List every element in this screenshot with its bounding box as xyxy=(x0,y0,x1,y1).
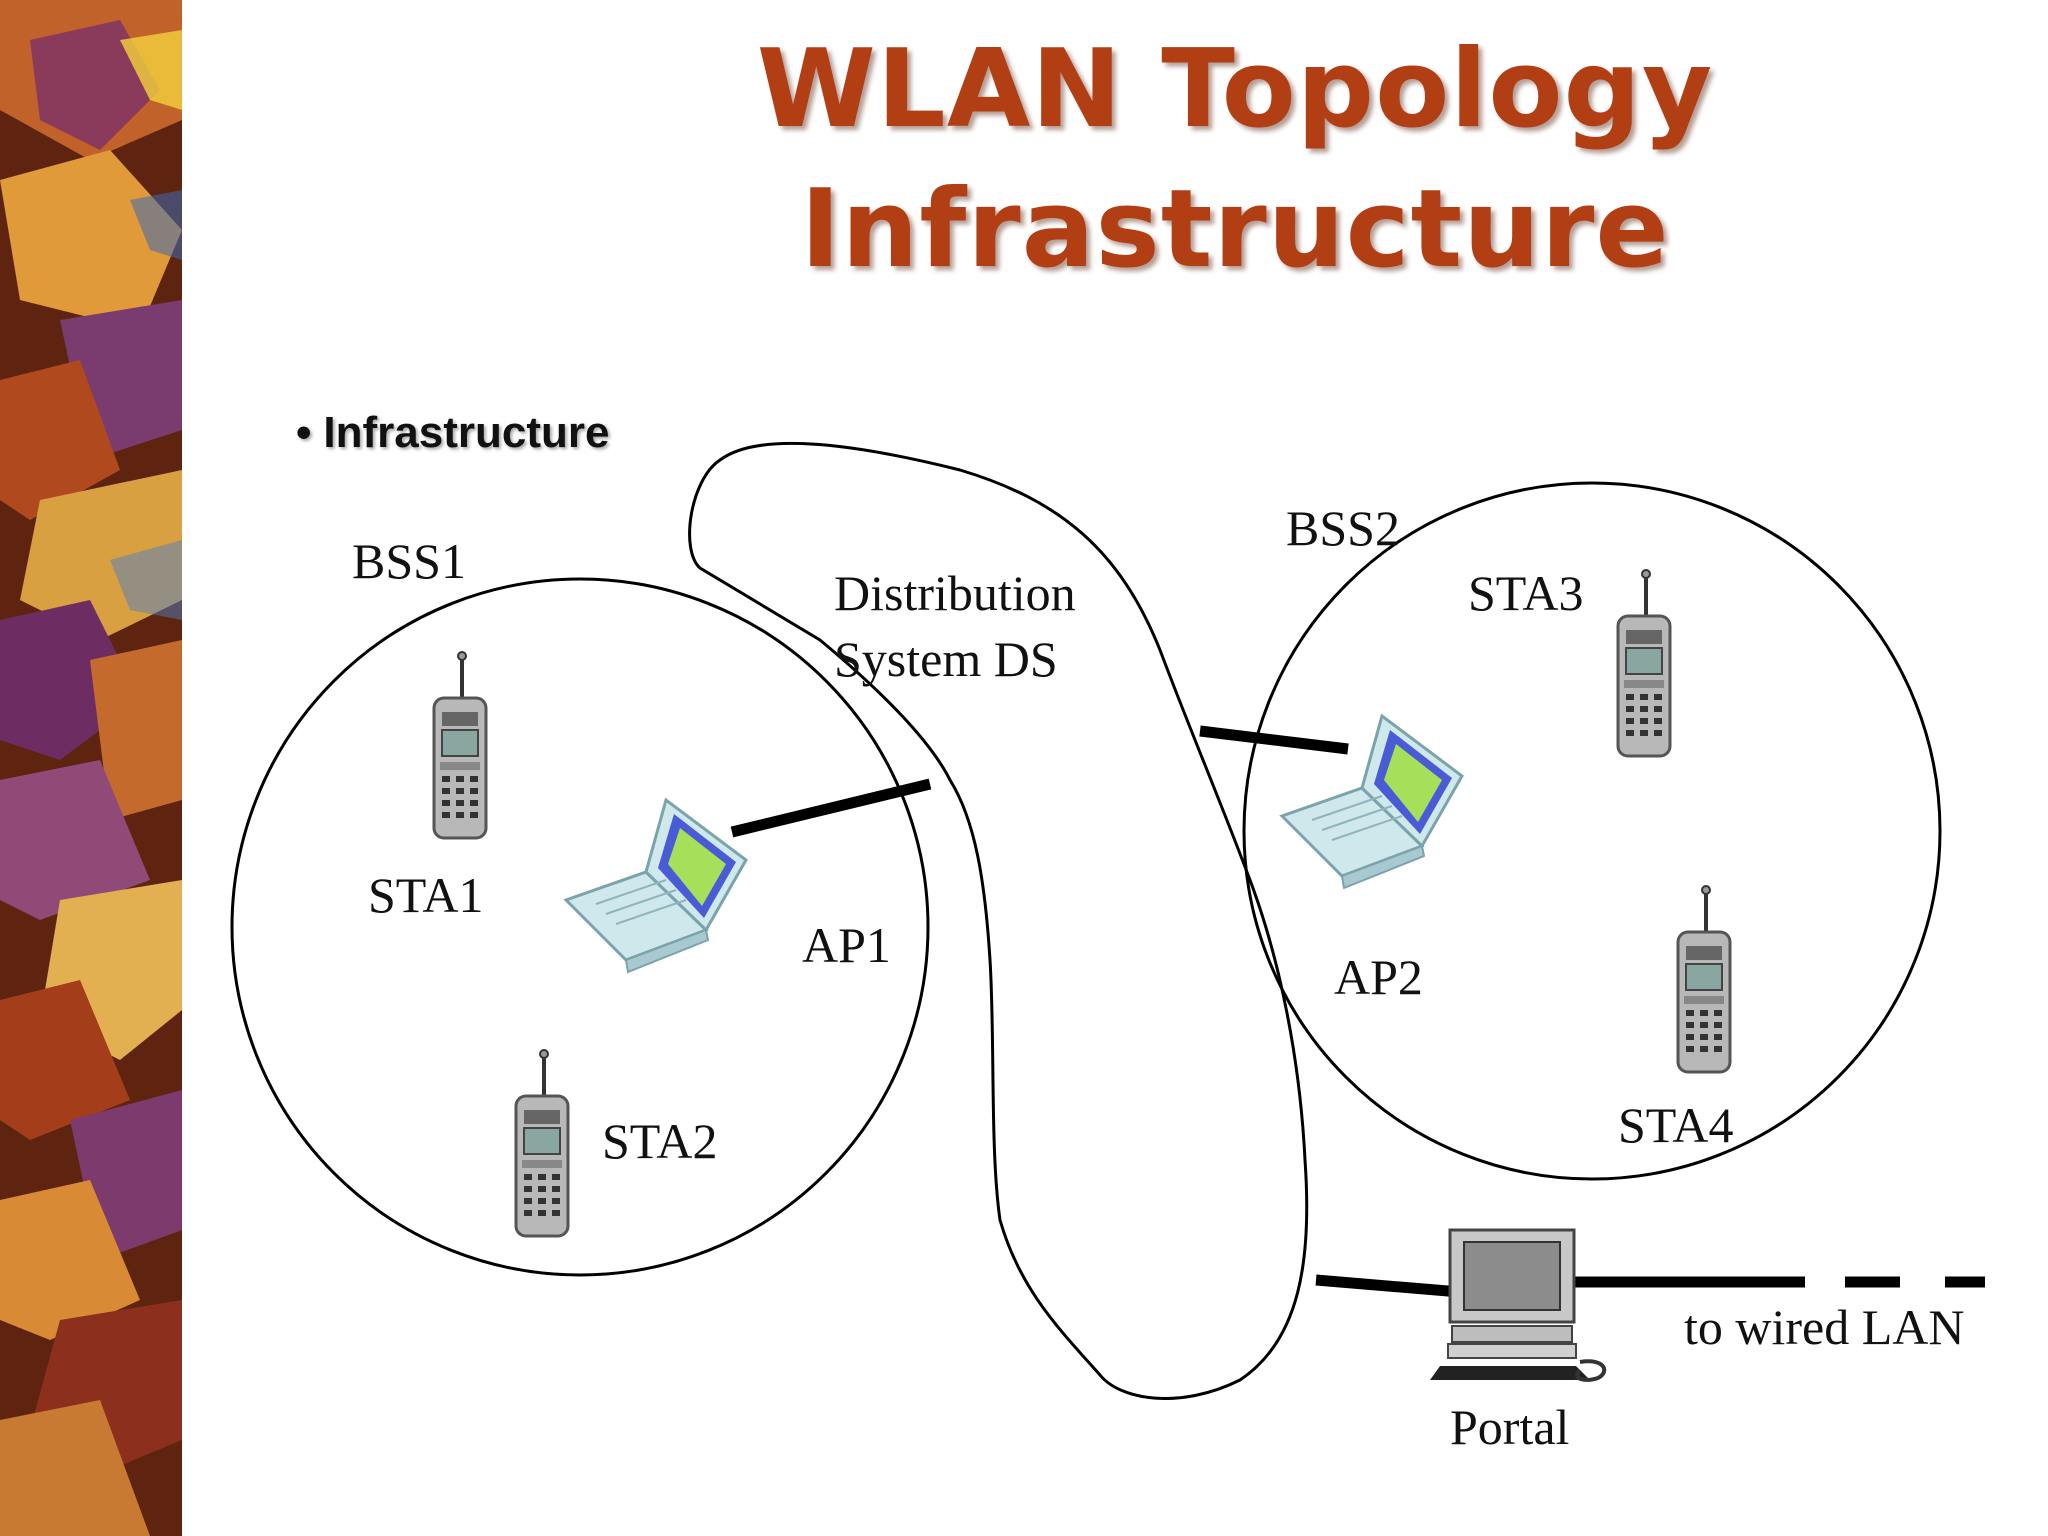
mobile-phone-icon xyxy=(514,1048,570,1238)
mobile-phone-icon xyxy=(432,650,488,840)
sta1-label: STA1 xyxy=(368,867,483,923)
portal-ds-link xyxy=(1315,1274,1461,1298)
mobile-phone-icon xyxy=(1616,568,1672,758)
bss2-label: BSS2 xyxy=(1286,500,1400,556)
sta2-label: STA2 xyxy=(602,1113,717,1169)
mobile-phone-icon xyxy=(1676,884,1732,1074)
portal-label: Portal xyxy=(1450,1399,1569,1455)
wired-lan-label: to wired LAN xyxy=(1684,1299,1965,1355)
slide-title: WLAN Topology Infrastructure xyxy=(560,20,1910,300)
bss2-circle xyxy=(1242,481,1942,1181)
title-line-1: WLAN Topology xyxy=(756,27,1714,152)
decorative-sidebar xyxy=(0,0,182,1536)
bullet-text: Infrastructure xyxy=(323,408,610,457)
bullet-dot: • xyxy=(296,408,312,457)
sta3-label: STA3 xyxy=(1468,565,1583,621)
sta4-label: STA4 xyxy=(1618,1097,1733,1153)
title-line-2: Infrastructure xyxy=(800,167,1670,292)
ds-label-line-2: System DS xyxy=(834,631,1058,687)
ap2-label: AP2 xyxy=(1334,949,1423,1005)
ds-label-line-1: Distribution xyxy=(834,565,1076,621)
bss1-circle xyxy=(230,577,930,1277)
ap2-ds-link xyxy=(1199,725,1349,755)
bss1-label: BSS1 xyxy=(352,533,466,589)
ap1-label: AP1 xyxy=(802,917,891,973)
ap1-ds-link xyxy=(730,778,932,838)
distribution-system-outline xyxy=(688,441,1309,1400)
bullet-item: •Infrastructure xyxy=(296,408,609,458)
desktop-computer-icon xyxy=(1430,1228,1607,1382)
laptop-icon xyxy=(564,798,748,974)
